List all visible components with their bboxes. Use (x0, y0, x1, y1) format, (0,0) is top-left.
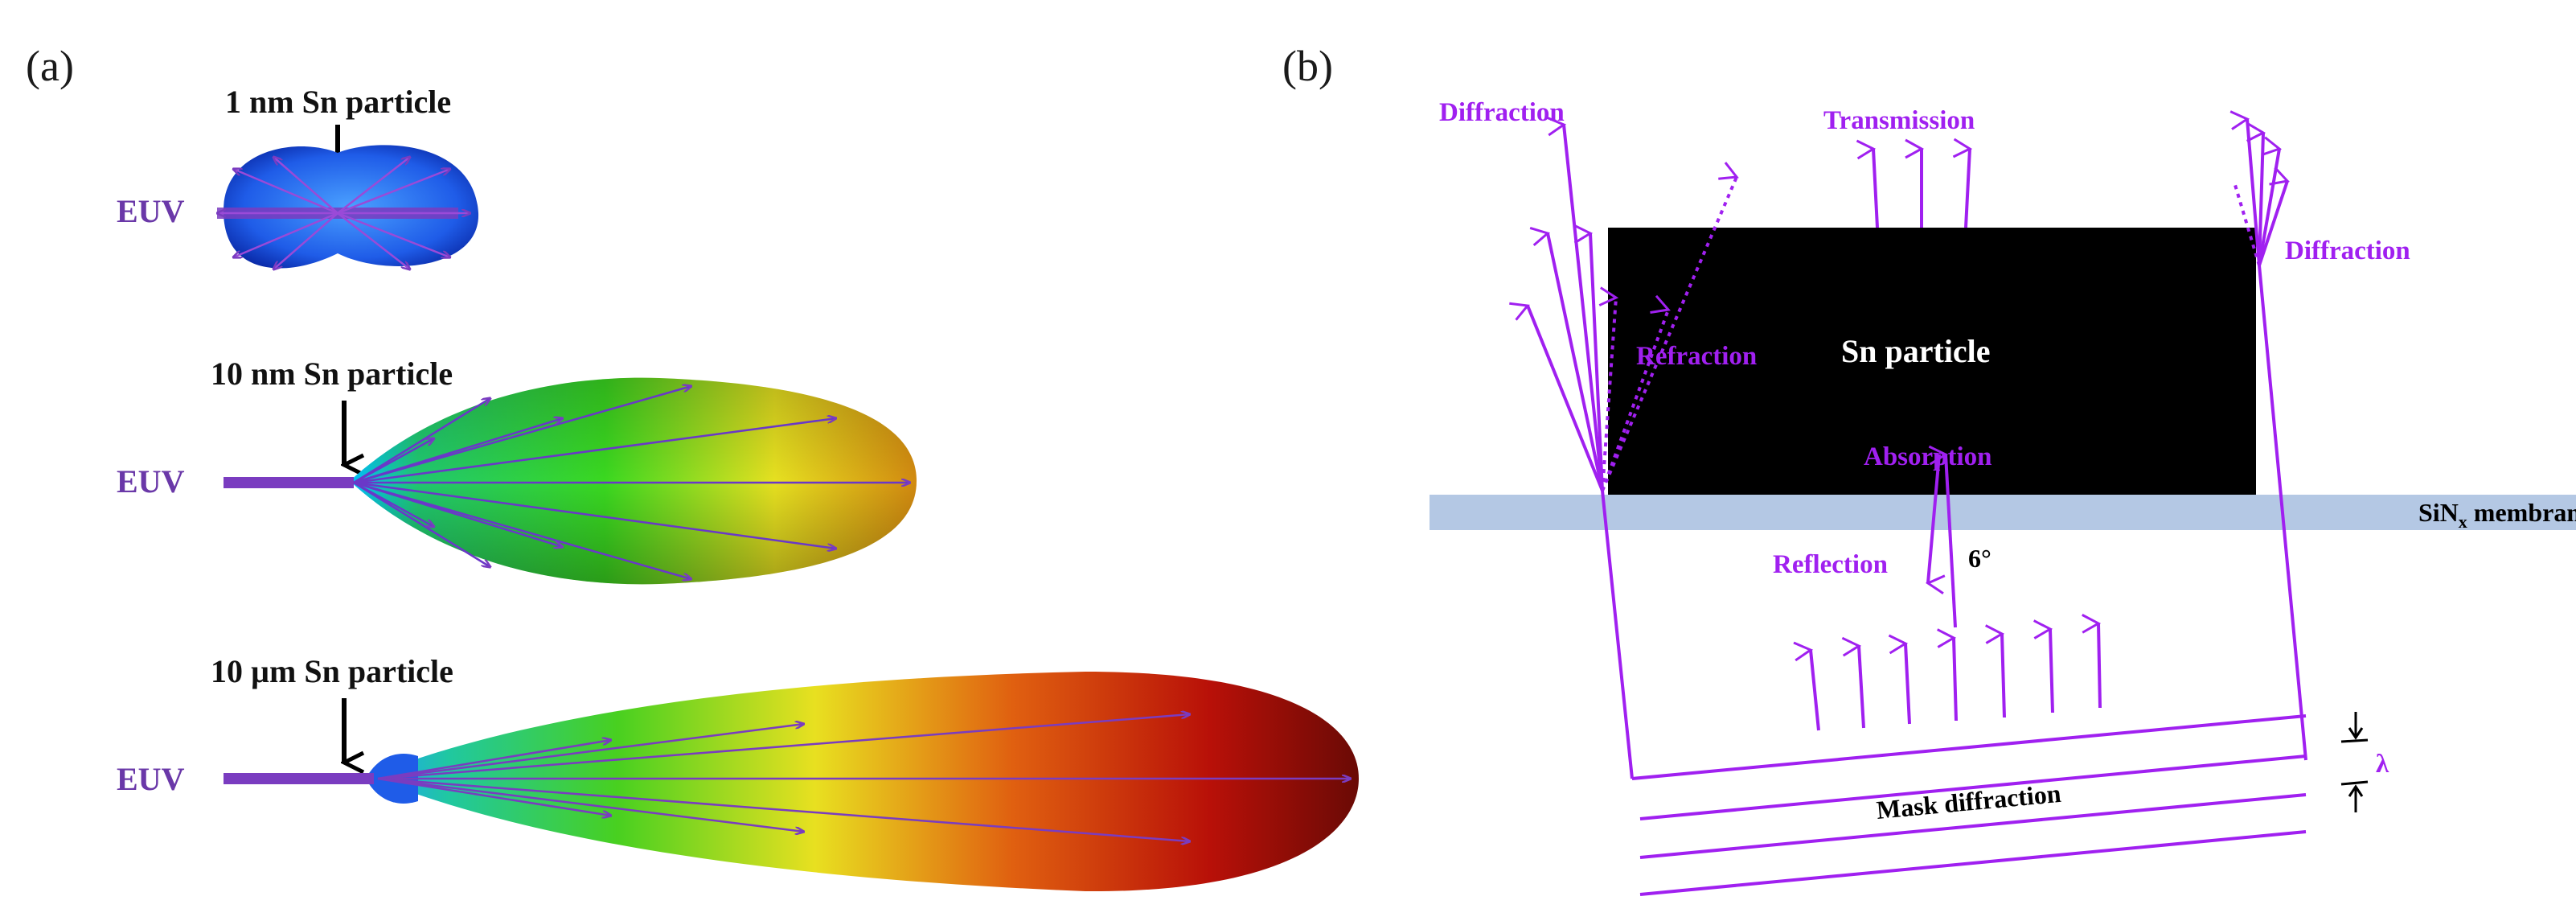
panel-a-label: (a) (26, 42, 74, 90)
particle-10um-label: 10 µm Sn particle (211, 653, 453, 689)
sinx-membrane (1430, 495, 2576, 530)
diffraction-right-label: Diffraction (2285, 236, 2410, 265)
refraction-label: Refraction (1636, 342, 1757, 371)
lambda-marker (2340, 712, 2369, 812)
lambda-label: λ (2376, 750, 2389, 779)
particle-1nm-label: 1 nm Sn particle (225, 84, 451, 120)
transmission-label: Transmission (1823, 106, 1975, 135)
scattering-lobe-1nm (223, 145, 479, 269)
particle-10nm-label: 10 nm Sn particle (211, 356, 453, 392)
diffraction-left-label: Diffraction (1439, 98, 1565, 127)
mask-diffraction-label: Mask diffraction (1875, 779, 2062, 824)
scattering-lobe-10um (370, 672, 1359, 892)
particle-10um-group: 10 µm Sn particle EUV (117, 653, 1359, 892)
euv-label-10um: EUV (117, 761, 185, 797)
rays (1509, 110, 2307, 896)
euv-label-1nm: EUV (117, 193, 185, 229)
euv-label-10nm: EUV (117, 463, 185, 500)
reflection-label: Reflection (1773, 550, 1888, 579)
scatter-rays-10um (377, 714, 1351, 841)
sn-particle-label: Sn particle (1841, 333, 1991, 369)
membrane-label: SiNx membrane (2418, 498, 2576, 532)
scatter-rays-10nm (353, 386, 910, 579)
particle-10nm-group: 10 nm Sn particle EUV (117, 356, 917, 585)
absorption-label: Absorption (1864, 442, 1992, 471)
scatter-rays-1nm (217, 157, 470, 269)
angle-label: 6° (1968, 544, 1991, 573)
panel-b-label: (b) (1282, 42, 1333, 90)
particle-1nm-group: 1 nm Sn particle EUV (117, 84, 479, 269)
